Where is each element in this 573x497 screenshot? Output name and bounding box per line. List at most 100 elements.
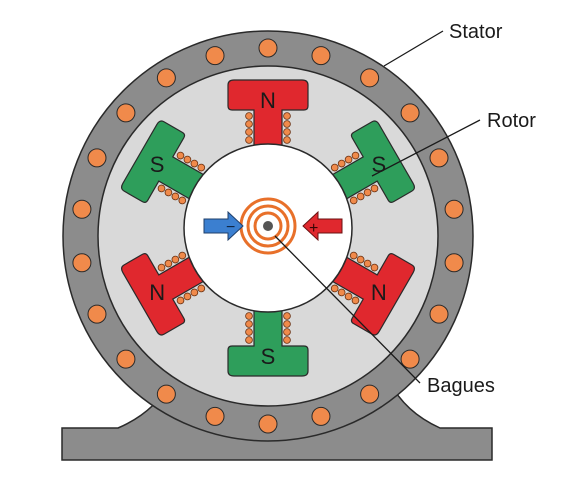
stator-conductor [400, 103, 420, 123]
stator-conductor [429, 148, 449, 168]
stator-conductor [156, 68, 176, 88]
winding-turn [164, 188, 173, 197]
stator-conductor [311, 46, 331, 66]
rotor-pole-bottom [227, 307, 309, 377]
stator-conductor [429, 304, 449, 324]
stator-conductor [311, 406, 331, 426]
winding-turn [283, 336, 291, 344]
stator-conductor [360, 384, 380, 404]
brush-positive: + [302, 210, 343, 242]
stator-conductor [258, 38, 278, 58]
winding-turn [337, 159, 346, 168]
winding-turn [283, 128, 291, 136]
winding-turn [370, 184, 379, 193]
winding-turn [330, 284, 339, 293]
winding-turn [245, 328, 253, 336]
rotor-pole-upper-right [329, 120, 415, 205]
pole-body [227, 307, 309, 377]
winding-turn [178, 196, 187, 205]
stator-conductor [87, 304, 107, 324]
winding-turn [190, 288, 199, 297]
rotor-pole-top [227, 79, 309, 149]
rotor-poles: N S N S N S [121, 79, 415, 377]
shaft [263, 221, 273, 231]
winding-turn [363, 259, 372, 268]
pole-body [329, 253, 415, 336]
stator-conductor [205, 406, 225, 426]
winding-turn [245, 120, 253, 128]
pole-letter: S [150, 152, 165, 177]
winding-turn [171, 255, 180, 264]
pole-letter: N [260, 88, 276, 113]
stator-conductor [400, 349, 420, 369]
winding-turn [349, 196, 358, 205]
winding-turn [370, 263, 379, 272]
winding-turn [245, 320, 253, 328]
brush-negative: − [203, 210, 244, 242]
brush-negative-sign: − [226, 219, 235, 236]
winding-turn [330, 163, 339, 172]
pole-body [227, 79, 309, 149]
winding-turn [164, 259, 173, 268]
stator-conductor [72, 199, 92, 219]
winding-turn [356, 192, 365, 201]
winding-turn [344, 155, 353, 164]
winding-turn [190, 159, 199, 168]
rings-leader [274, 235, 421, 384]
winding-turn [176, 296, 185, 305]
winding-turn [245, 336, 253, 344]
stator-conductor [205, 46, 225, 66]
winding-turn [176, 151, 185, 160]
winding-turn [283, 328, 291, 336]
stator-conductor [87, 148, 107, 168]
pole-letter: N [371, 280, 387, 305]
winding-turn [351, 151, 360, 160]
pole-letter: N [149, 280, 165, 305]
winding-turn [283, 120, 291, 128]
stator-conductor [258, 414, 278, 434]
winding-turn [183, 292, 192, 301]
pole-letter: S [372, 152, 387, 177]
stator-conductor [444, 199, 464, 219]
winding-turn [283, 112, 291, 120]
brush-positive-sign: + [309, 220, 318, 237]
winding-turn [344, 292, 353, 301]
winding-turn [157, 184, 166, 193]
winding-turn [171, 192, 180, 201]
stator-leader [383, 30, 444, 67]
winding-turn [283, 136, 291, 144]
winding-turn [356, 255, 365, 264]
winding-turn [283, 312, 291, 320]
winding-turn [337, 288, 346, 297]
winding-turn [183, 155, 192, 164]
winding-turn [178, 251, 187, 260]
pole-body [121, 253, 207, 336]
winding-turn [283, 320, 291, 328]
rotor-label: Rotor [487, 110, 536, 132]
stator-conductor [444, 253, 464, 273]
stator-label: Stator [449, 21, 503, 43]
winding-turn [245, 128, 253, 136]
winding-turn [245, 136, 253, 144]
stator-conductor [360, 68, 380, 88]
rotor-pole-lower-right [329, 251, 415, 336]
rotor-leader [371, 119, 481, 177]
pole-letter: S [261, 344, 276, 369]
rings-label: Bagues [427, 375, 495, 397]
rotor-pole-lower-left [121, 251, 207, 336]
pole-body [329, 120, 415, 203]
winding-turn [245, 112, 253, 120]
stator-conductors [72, 38, 464, 434]
winding-turn [349, 251, 358, 260]
stator-conductor [116, 349, 136, 369]
stator-conductor [156, 384, 176, 404]
winding-turn [197, 163, 206, 172]
stator-conductor [72, 253, 92, 273]
pole-body [121, 120, 207, 203]
winding-turn [197, 284, 206, 293]
winding-turn [245, 312, 253, 320]
winding-turn [157, 263, 166, 272]
rotor-pole-upper-left [121, 120, 207, 205]
